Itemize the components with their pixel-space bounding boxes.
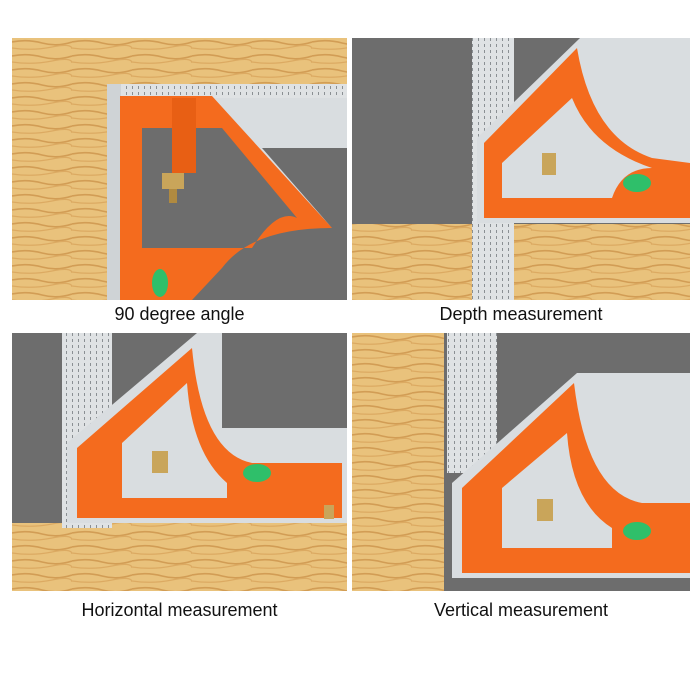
panel-horizontal-measurement: [12, 333, 347, 591]
panel-90-degree-angle: [12, 38, 347, 300]
combination-square-image: [12, 38, 347, 300]
combination-square-image: [352, 38, 690, 300]
panel-caption: 90 degree angle: [114, 304, 245, 324]
panel-depth-measurement: [352, 38, 690, 300]
combination-square-image: [12, 333, 347, 591]
panel-caption: Vertical measurement: [433, 600, 609, 620]
panel-caption: Horizontal measurement: [81, 600, 278, 620]
panel-vertical-measurement: [352, 333, 690, 591]
combination-square-image: [352, 333, 690, 591]
panel-caption: Depth measurement: [439, 304, 603, 324]
